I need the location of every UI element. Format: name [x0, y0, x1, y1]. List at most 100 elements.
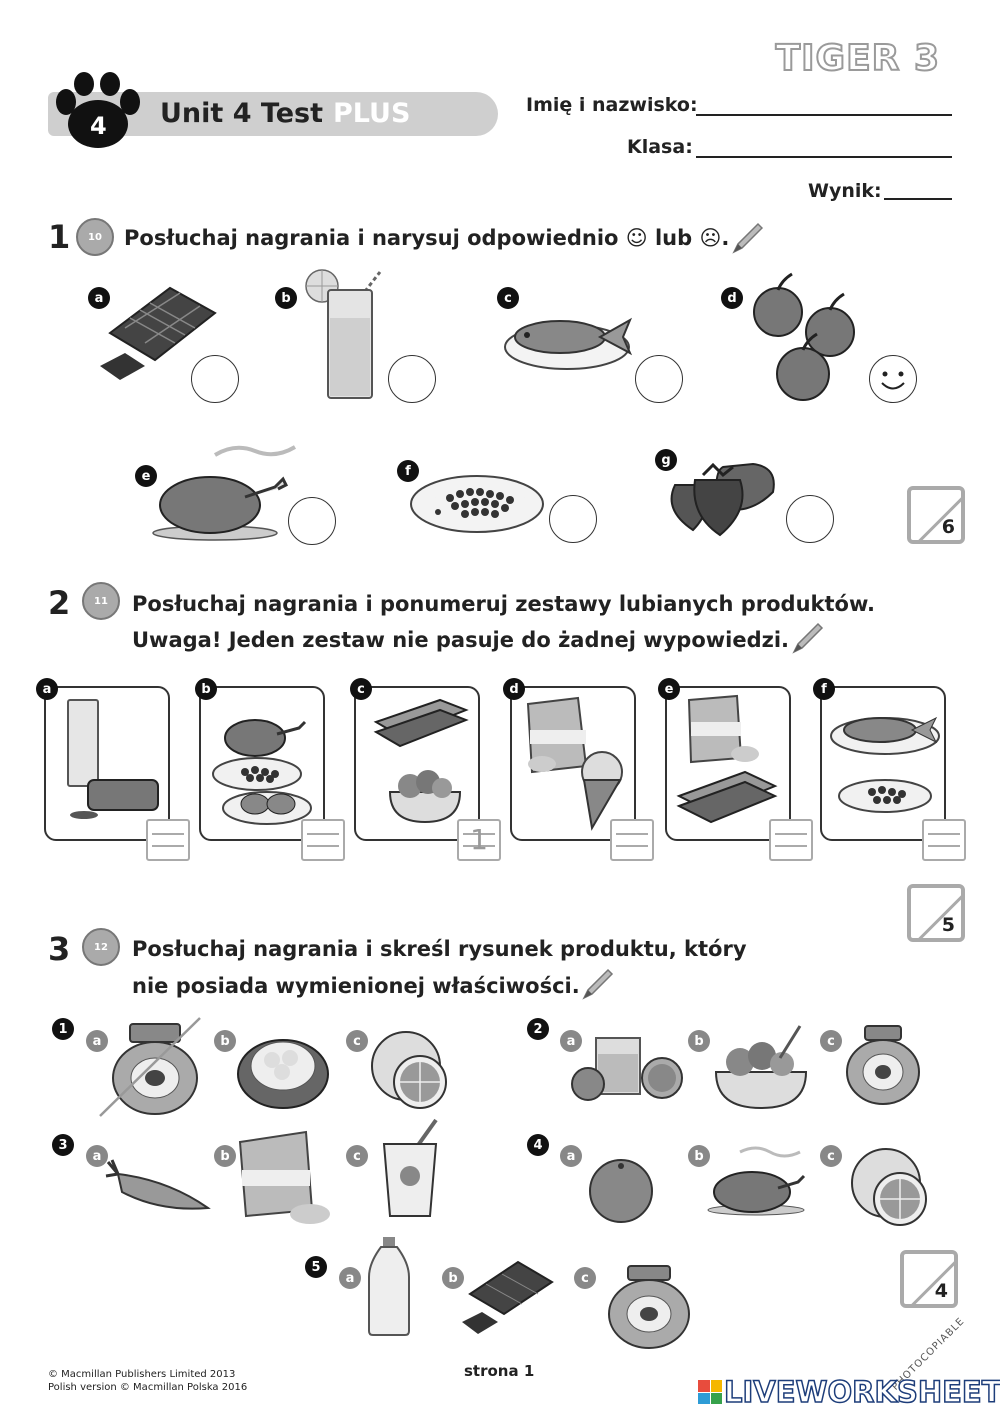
q2-letter-e: e: [658, 678, 680, 700]
lemon-image[interactable]: [370, 1028, 450, 1113]
q3-score-value: 4: [934, 1280, 948, 1302]
cauliflower-image[interactable]: [236, 1030, 331, 1110]
q3-g2-option-b: b: [688, 1030, 710, 1052]
honey-jar-image[interactable]: [843, 1022, 923, 1107]
q3-score-box: 4: [900, 1250, 958, 1308]
q2-answer-b[interactable]: [301, 819, 345, 861]
q1-answer-a[interactable]: [191, 355, 239, 403]
class-field[interactable]: [696, 156, 952, 158]
q3-instruction-line2: nie posiada wymienionej właściwości.: [132, 974, 580, 998]
q1-answer-d[interactable]: [869, 355, 917, 403]
q2-answer-e[interactable]: [769, 819, 813, 861]
water-bottle-image[interactable]: [367, 1237, 412, 1337]
name-field[interactable]: [696, 114, 952, 116]
q1-letter-e: e: [135, 465, 157, 487]
orange-image[interactable]: [588, 1158, 654, 1224]
page-number: strona 1: [464, 1362, 535, 1380]
q1-answer-c[interactable]: [635, 355, 683, 403]
cd-track: 11: [94, 595, 108, 607]
apples-image: [753, 272, 855, 401]
q3-group-1-number: 1: [52, 1018, 74, 1040]
q1-score-box: 6: [907, 486, 965, 544]
strawberries-image: [670, 462, 775, 537]
score-divider: [913, 888, 961, 938]
chicken-peas-potatoes-image: [212, 719, 312, 825]
chocolate-image: [100, 286, 217, 380]
q3-g2-option-c: c: [820, 1030, 842, 1052]
score-label: Wynik:: [808, 180, 882, 202]
unit-badge-number: 4: [90, 112, 107, 140]
smiley-icon: [881, 371, 905, 390]
honey-jar-image[interactable]: [604, 1262, 694, 1350]
yoghurt-image[interactable]: [380, 1118, 442, 1218]
q3-group-5-number: 5: [305, 1256, 327, 1278]
q2-letter-f: f: [813, 678, 835, 700]
q2-letter-d: d: [503, 678, 525, 700]
q3-g1-option-b: b: [214, 1030, 236, 1052]
q1-letter-c: c: [497, 287, 519, 309]
peas-image: [410, 475, 544, 533]
crisps-image[interactable]: [236, 1130, 336, 1227]
honey-jar-image[interactable]: [99, 1017, 210, 1118]
q3-g3-option-c: c: [346, 1145, 368, 1167]
carrot-image[interactable]: [104, 1158, 211, 1213]
score-field[interactable]: [884, 198, 952, 200]
pencil-icon: [582, 968, 614, 1000]
q3-g4-option-b: b: [688, 1145, 710, 1167]
q3-g1-option-c: c: [346, 1030, 368, 1052]
q2-answer-a[interactable]: [146, 819, 190, 861]
pencil-icon: [732, 222, 764, 254]
chicken-image: [152, 445, 297, 541]
copyright-line-2: Polish version © Macmillan Polska 2016: [48, 1382, 248, 1393]
chocolate-image[interactable]: [462, 1260, 554, 1337]
liveworksheets-logo[interactable]: LIVEWORKSHEETS: [723, 1374, 1000, 1410]
q1-letter-a: a: [88, 287, 110, 309]
q2-score-box: 5: [907, 884, 965, 942]
cd-icon: 11: [82, 582, 120, 620]
q1-answer-e[interactable]: [288, 497, 336, 545]
q3-g5-option-b: b: [442, 1267, 464, 1289]
q1-answer-f[interactable]: [549, 495, 597, 543]
q1-answer-g[interactable]: [786, 495, 834, 543]
pencil-icon: [792, 622, 824, 654]
class-label: Klasa:: [627, 136, 693, 158]
q2-card-a: [44, 686, 170, 841]
q2-score-value: 5: [941, 914, 955, 936]
score-divider: [913, 490, 961, 540]
cd-track: 12: [94, 941, 108, 953]
q2-card-e: [665, 686, 791, 841]
juice-oranges-image[interactable]: [570, 1034, 685, 1104]
q2-letter-a: a: [36, 678, 58, 700]
q3-g1-option-a: a: [86, 1030, 108, 1052]
q1-letter-f: f: [397, 460, 419, 482]
paw-icon: [56, 72, 140, 148]
q2-letter-b: b: [195, 678, 217, 700]
crisps-icecream-image: [526, 696, 623, 831]
cd-icon: 10: [76, 218, 114, 256]
q2-answer-d[interactable]: [610, 819, 654, 861]
q3-g4-option-a: a: [560, 1145, 582, 1167]
score-divider: [906, 1254, 954, 1304]
q3-group-4-number: 4: [527, 1134, 549, 1156]
q2-card-d: [510, 686, 636, 841]
q1-answer-b[interactable]: [388, 355, 436, 403]
lemon-image[interactable]: [850, 1145, 930, 1230]
brand-logo: TIGER 3: [775, 37, 940, 80]
q2-answer-f[interactable]: [922, 819, 966, 861]
unit-title-text: Unit 4 Test: [160, 98, 324, 129]
q2-letter-c: c: [350, 678, 372, 700]
q1-letter-b: b: [275, 287, 297, 309]
salad-bowl-image[interactable]: [712, 1022, 808, 1110]
q2-card-f: [820, 686, 946, 841]
fish-image: [504, 317, 633, 370]
liveworksheets-logo-icon: [698, 1380, 722, 1404]
q2-answer-c[interactable]: 1: [457, 819, 501, 861]
fish-peas-image: [830, 716, 940, 813]
copyright-line-1: © Macmillan Publishers Limited 2013: [48, 1369, 236, 1380]
sandwich-salad-image: [373, 698, 469, 824]
q3-g4-option-c: c: [820, 1145, 842, 1167]
chicken-image[interactable]: [706, 1140, 806, 1216]
q2-instruction-line2: Uwaga! Jeden zestaw nie pasuje do żadnej…: [132, 628, 790, 652]
q3-g2-option-a: a: [560, 1030, 582, 1052]
